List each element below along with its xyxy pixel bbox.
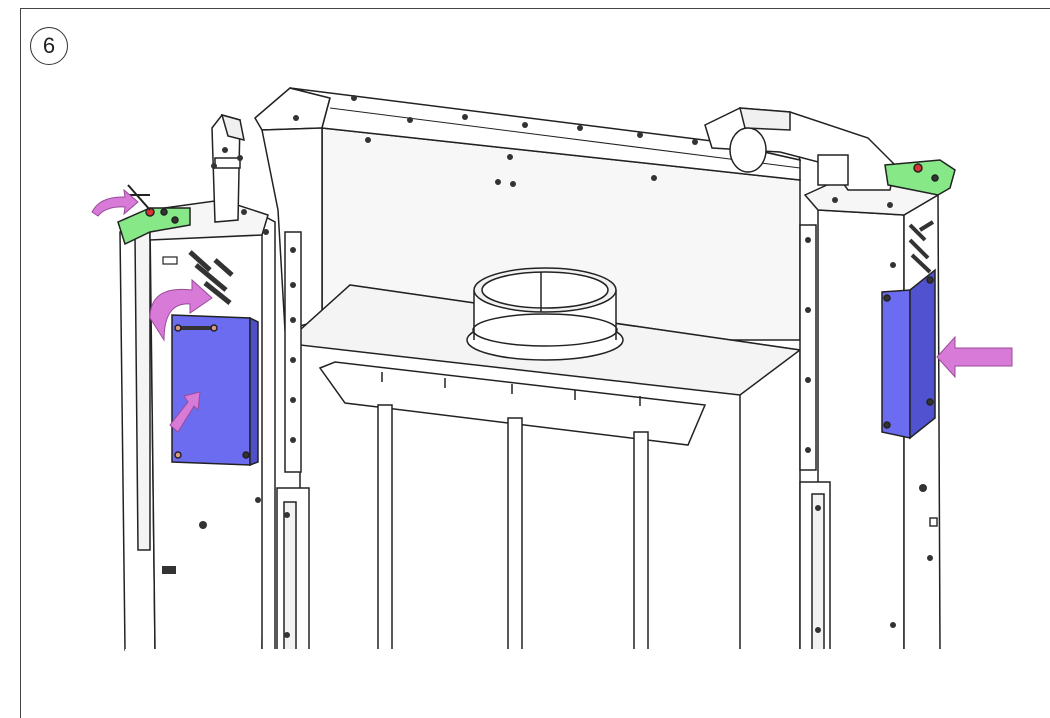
right-vent-slots — [908, 220, 935, 274]
right-column-square — [929, 517, 938, 527]
left-column-bolts — [199, 147, 296, 638]
curved-arrow-icon — [91, 188, 139, 217]
left-handle — [211, 113, 245, 223]
round-collar — [466, 267, 624, 361]
vertical-slats — [377, 404, 649, 651]
page-frame — [20, 8, 1050, 718]
step-number-badge: 6 — [30, 27, 68, 65]
left-column-label-plate — [162, 566, 176, 574]
left-inner-wall — [261, 127, 323, 331]
straight-arrow-icon — [169, 391, 201, 433]
right-blue-panel — [881, 268, 936, 440]
left-vent-slots — [162, 250, 234, 305]
left-green-bracket — [117, 184, 191, 246]
straight-arrow-icon — [936, 335, 1013, 379]
left-blue-panel — [171, 314, 259, 467]
right-handle — [704, 107, 896, 191]
front-hood — [318, 361, 707, 446]
curved-arrow-icon — [149, 278, 213, 342]
right-green-bracket — [884, 159, 956, 196]
